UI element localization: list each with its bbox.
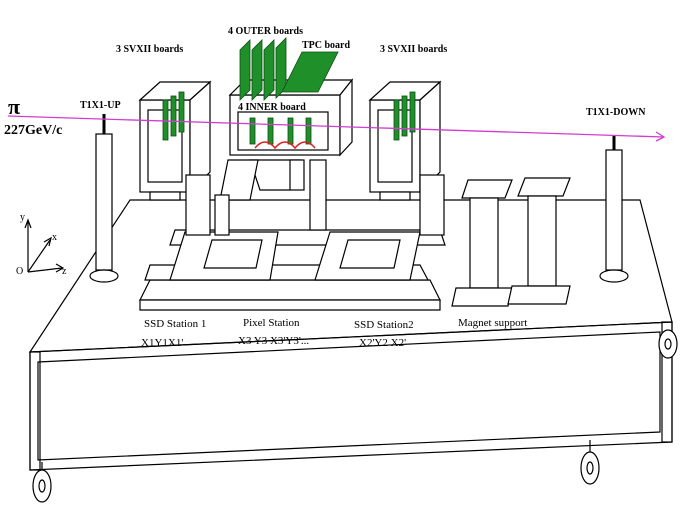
pixel-chip-bonds [254,141,316,150]
outer-boards-label: 4 OUTER boards [228,26,303,37]
axis-x-label: x [52,232,57,243]
magnet-support-label: Magnet support [458,317,527,329]
table-leg-right [661,321,673,443]
table-front-inner [37,331,661,461]
table-leg-left [29,351,41,471]
svx-left-label: 3 SVXII boards [116,44,183,55]
axis-y-label: y [20,212,25,223]
ssd-station-2-label: SSD Station2 [354,319,414,331]
t1x1-up-counter [89,114,119,283]
axis-origin-label: O [16,266,23,277]
coordinate-axes [24,218,65,273]
svx-right-label: 3 SVXII boards [380,44,447,55]
magnet-support [451,177,571,307]
t1x1-down-label: T1X1-DOWN [586,107,646,118]
svx-left-station [138,80,212,236]
base-plate [139,279,441,301]
axis-z-label: z [62,266,67,277]
tpc-board [281,51,339,93]
t1x1-down-counter [599,135,629,283]
wheel-back-right [658,329,678,359]
beam-energy: 227GeV/c [4,123,62,138]
inner-board-label: 4 INNER board [238,102,306,113]
wheel-front-left [32,469,52,503]
ssd1-coords: X1Y1X1' [141,337,183,349]
svx-right-station [368,80,445,236]
ssd-station-1-label: SSD Station 1 [144,318,206,330]
beam-arrow [655,131,666,142]
pixel-station-label: Pixel Station [243,317,300,329]
outer-boards [239,37,287,101]
ssd2-coords: X2'Y2 X2' [359,337,406,349]
pi-symbol: π [8,94,20,119]
wheel-front-right [580,451,600,485]
base-platform [139,229,446,311]
pixel-station [214,78,354,236]
t1x1-up-label: T1X1-UP [80,100,121,111]
pixel-coords: X3 Y3 X3'Y3'... [238,335,309,347]
tpc-board-label: TPC board [302,40,351,51]
beam-line [7,115,665,138]
